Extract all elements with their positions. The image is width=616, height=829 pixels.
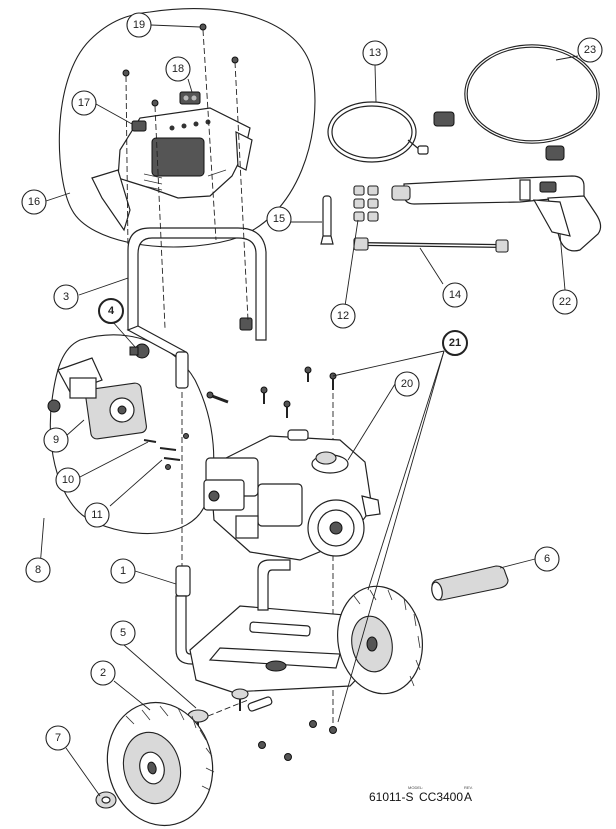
rev-caption: REV. <box>464 785 473 790</box>
revision: A <box>464 790 472 804</box>
callout-7: 7 <box>45 725 71 751</box>
callout-12: 12 <box>330 303 356 329</box>
handle-bolt <box>206 391 229 404</box>
callout-22: 22 <box>552 289 578 315</box>
knob <box>129 343 150 359</box>
high-pressure-hose <box>433 44 600 161</box>
control-panel <box>91 107 253 232</box>
callout-10-label: 10 <box>62 474 74 486</box>
frame <box>175 559 385 693</box>
callout-4-label: 4 <box>108 305 115 317</box>
connector-18 <box>179 91 201 105</box>
callout-8-label: 8 <box>35 564 41 576</box>
callout-20-label: 20 <box>401 378 413 390</box>
callout-23-label: 23 <box>584 44 596 56</box>
callout-8: 8 <box>25 557 51 583</box>
callout-16: 16 <box>21 189 47 215</box>
callout-20: 20 <box>394 371 420 397</box>
spray-gun <box>391 175 602 252</box>
model-caption: MODEL: <box>408 785 423 790</box>
model-block: MODEL: REV. 61011-S CC3400 A <box>369 785 473 804</box>
nozzle-extension <box>320 195 334 245</box>
callout-18: 18 <box>165 56 191 82</box>
axle <box>247 696 337 761</box>
callout-11: 11 <box>84 502 110 528</box>
nozzle-set <box>353 185 379 222</box>
callout-11-label: 11 <box>91 509 102 521</box>
callout-1-label: 1 <box>120 565 126 577</box>
connector-17 <box>131 120 147 132</box>
callout-9-label: 9 <box>53 434 59 446</box>
engine-screws <box>260 366 337 418</box>
callout-17: 17 <box>71 90 97 116</box>
callout-7-label: 7 <box>55 732 61 744</box>
callout-10: 10 <box>55 467 81 493</box>
callout-23: 23 <box>577 37 603 63</box>
callout-5: 5 <box>110 620 136 646</box>
callout-14: 14 <box>442 282 468 308</box>
callout-15-label: 15 <box>273 213 285 225</box>
wheel-rear <box>336 585 424 695</box>
callout-3-label: 3 <box>63 291 69 303</box>
callout-17-label: 17 <box>78 97 90 109</box>
chemical-hose <box>327 101 429 163</box>
handle-grip-sleeve <box>431 565 509 601</box>
callout-14-label: 14 <box>449 289 461 301</box>
callout-2: 2 <box>90 660 116 686</box>
callout-13: 13 <box>362 40 388 66</box>
callout-21: 21 <box>442 330 468 356</box>
callout-19: 19 <box>126 12 152 38</box>
callout-9: 9 <box>43 427 69 453</box>
spray-lance <box>353 237 509 253</box>
callout-22-label: 22 <box>559 296 571 308</box>
model-number: 61011-S <box>369 790 413 804</box>
engine <box>203 429 381 561</box>
callout-3: 3 <box>53 284 79 310</box>
wheel-cap <box>95 791 117 809</box>
callout-2-label: 2 <box>100 667 106 679</box>
control-panel-group-outline <box>58 8 316 248</box>
pump-screws <box>143 433 189 470</box>
callout-16-label: 16 <box>28 196 40 208</box>
callout-19-label: 19 <box>133 19 145 31</box>
handle <box>126 227 267 389</box>
callout-15: 15 <box>266 206 292 232</box>
callout-6: 6 <box>534 546 560 572</box>
leader-lines <box>39 24 579 797</box>
callout-4: 4 <box>98 298 124 324</box>
model-code: CC3400 <box>419 790 463 804</box>
wheel-front <box>106 701 215 827</box>
callout-18-label: 18 <box>172 63 184 75</box>
callout-13-label: 13 <box>369 47 381 59</box>
callout-1: 1 <box>110 558 136 584</box>
pump <box>47 357 147 440</box>
callout-6-label: 6 <box>544 553 550 565</box>
callout-5-label: 5 <box>120 627 126 639</box>
callout-21-label: 21 <box>449 337 461 349</box>
callout-12-label: 12 <box>337 310 349 322</box>
